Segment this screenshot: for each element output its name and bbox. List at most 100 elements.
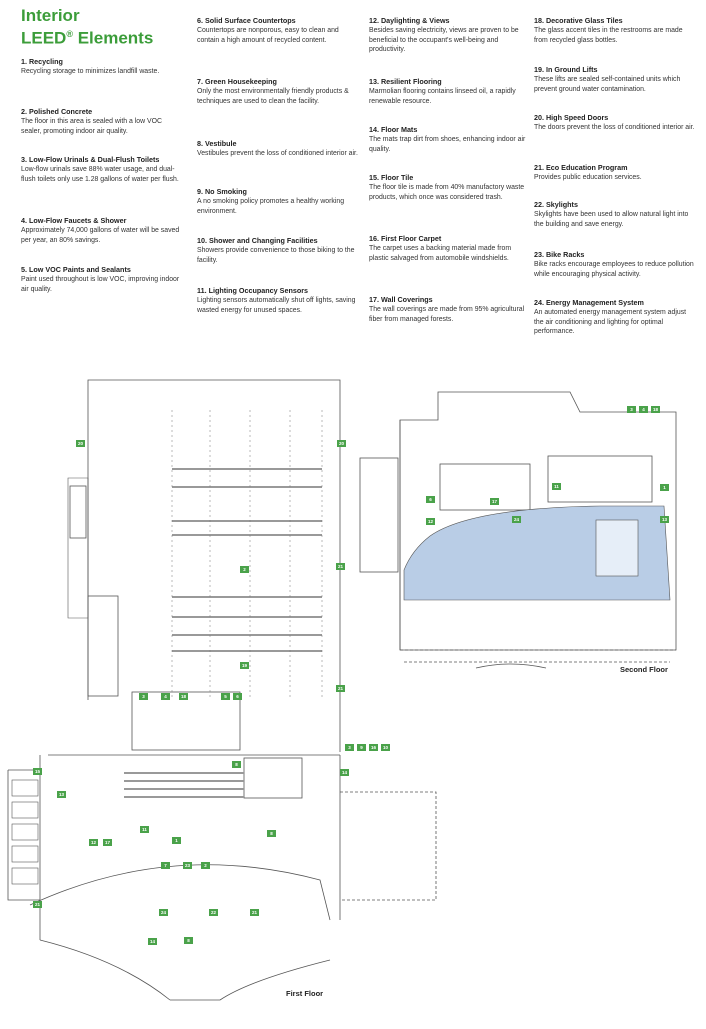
marker: 20 [337, 440, 346, 447]
marker: 17 [490, 498, 499, 505]
marker: 5 [221, 693, 230, 700]
marker: 3 [139, 693, 148, 700]
marker: 19 [240, 662, 249, 669]
element-title: 5. Low VOC Paints and Sealants [21, 265, 131, 274]
second-floor-label: Second Floor [620, 665, 668, 674]
element-title: 24. Energy Management System [534, 298, 644, 307]
second-floor-annex [359, 457, 399, 573]
marker: 24 [512, 516, 521, 523]
element-item: 3. Low-Flow Urinals & Dual-Flush Toilets… [21, 155, 183, 184]
second-floor-canopy [475, 663, 547, 669]
element-item: 4. Low-Flow Faucets & Shower Approximate… [21, 216, 183, 245]
warehouse-outline [87, 379, 341, 752]
marker: 21 [336, 563, 345, 570]
element-title: 21. Eco Education Program [534, 163, 628, 172]
title-elements: Elements [72, 28, 154, 48]
element-item: 16. First Floor Carpet The carpet uses a… [369, 234, 531, 263]
equipment-room [69, 485, 87, 539]
marker: 4 [161, 693, 170, 700]
element-title: 10. Shower and Changing Facilities [197, 236, 318, 245]
element-item: 20. High Speed Doors The doors prevent t… [534, 113, 696, 133]
element-desc: A no smoking policy promotes a healthy w… [197, 198, 345, 215]
element-title: 7. Green Housekeeping [197, 77, 277, 86]
element-desc: Besides saving electricity, views are pr… [369, 27, 519, 54]
element-desc: Paint used throughout is low VOC, improv… [21, 276, 180, 293]
restroom-block-2 [243, 757, 303, 799]
west-wall [7, 755, 41, 940]
element-item: 12. Daylighting & Views Besides saving e… [369, 16, 531, 55]
marker: 9 [357, 744, 366, 751]
marker: 1 [172, 837, 181, 844]
element-item: 14. Floor Mats The mats trap dirt from s… [369, 125, 531, 154]
floor-plans: 20 20 21 21 2 19 3 4 18 5 6 15 8 3 9 16 … [0, 360, 706, 1029]
element-item: 21. Eco Education Program Provides publi… [534, 163, 696, 183]
marker: 13 [57, 791, 66, 798]
page-title: Interior LEED® Elements [21, 6, 153, 48]
side-bay [87, 595, 119, 697]
element-title: 13. Resilient Flooring [369, 77, 442, 86]
element-desc: The mats trap dirt from shoes, enhancing… [369, 136, 526, 153]
marker: 8 [184, 937, 193, 944]
warehouse-workstations [124, 468, 322, 798]
element-title: 4. Low-Flow Faucets & Shower [21, 216, 127, 225]
element-item: 6. Solid Surface Countertops Countertops… [197, 16, 359, 45]
element-desc: Showers provide convenience to those bik… [197, 247, 355, 264]
element-title: 18. Decorative Glass Tiles [534, 16, 623, 25]
marker: 23 [183, 862, 192, 869]
element-title: 14. Floor Mats [369, 125, 418, 134]
marker: 11 [140, 826, 149, 833]
element-title: 11. Lighting Occupancy Sensors [197, 286, 309, 295]
marker: 13 [660, 516, 669, 523]
marker: 18 [651, 406, 660, 413]
element-desc: Low-flow urinals save 88% water usage, a… [21, 166, 179, 183]
marker: 24 [159, 909, 168, 916]
marker: 3 [345, 744, 354, 751]
marker: 3 [627, 406, 636, 413]
marker: 8 [267, 830, 276, 837]
element-item: 7. Green Housekeeping Only the most envi… [197, 77, 359, 106]
element-item: 18. Decorative Glass Tiles The glass acc… [534, 16, 696, 45]
warehouse-grid [171, 410, 323, 700]
marker: 18 [179, 693, 188, 700]
element-item: 23. Bike Racks Bike racks encourage empl… [534, 250, 696, 279]
marker: 12 [89, 839, 98, 846]
atrium-opening [595, 519, 639, 577]
element-desc: Provides public education services. [534, 174, 642, 181]
side-room [67, 477, 89, 619]
element-item: 9. No Smoking A no smoking policy promot… [197, 187, 359, 216]
service-stalls [11, 779, 39, 885]
element-title: 19. In Ground Lifts [534, 65, 598, 74]
element-desc: Lighting sensors automatically shut off … [197, 297, 356, 314]
element-desc: These lifts are sealed self-contained un… [534, 76, 681, 93]
second-floor-rooms [547, 455, 653, 503]
marker: 2 [240, 566, 249, 573]
element-desc: Bike racks encourage employees to reduce… [534, 261, 694, 278]
element-item: 19. In Ground Lifts These lifts are seal… [534, 65, 696, 94]
marker: 21 [336, 685, 345, 692]
marker: 21 [33, 901, 42, 908]
element-title: 9. No Smoking [197, 187, 247, 196]
title-leed: LEED [21, 28, 67, 48]
element-desc: The glass accent tiles in the restrooms … [534, 27, 683, 44]
marker: 10 [381, 744, 390, 751]
element-desc: Vestibules prevent the loss of condition… [197, 150, 358, 157]
element-title: 1. Recycling [21, 57, 63, 66]
marker: 2 [201, 862, 210, 869]
element-item: 2. Polished Concrete The floor in this a… [21, 107, 183, 136]
element-desc: Only the most environmentally friendly p… [197, 88, 349, 105]
marker: 6 [426, 496, 435, 503]
element-title: 22. Skylights [534, 200, 578, 209]
element-title: 8. Vestibule [197, 139, 237, 148]
element-title: 3. Low-Flow Urinals & Dual-Flush Toilets [21, 155, 160, 164]
marker: 17 [103, 839, 112, 846]
marker: 21 [250, 909, 259, 916]
element-title: 16. First Floor Carpet [369, 234, 442, 243]
second-floor-offices [439, 463, 531, 511]
element-item: 15. Floor Tile The floor tile is made fr… [369, 173, 531, 202]
element-desc: Countertops are nonporous, easy to clean… [197, 27, 339, 44]
showroom-front [39, 939, 331, 1001]
marker: 14 [148, 938, 157, 945]
showroom-curve [29, 864, 331, 921]
element-item: 5. Low VOC Paints and Sealants Paint use… [21, 265, 183, 294]
element-desc: The doors prevent the loss of conditione… [534, 124, 695, 131]
